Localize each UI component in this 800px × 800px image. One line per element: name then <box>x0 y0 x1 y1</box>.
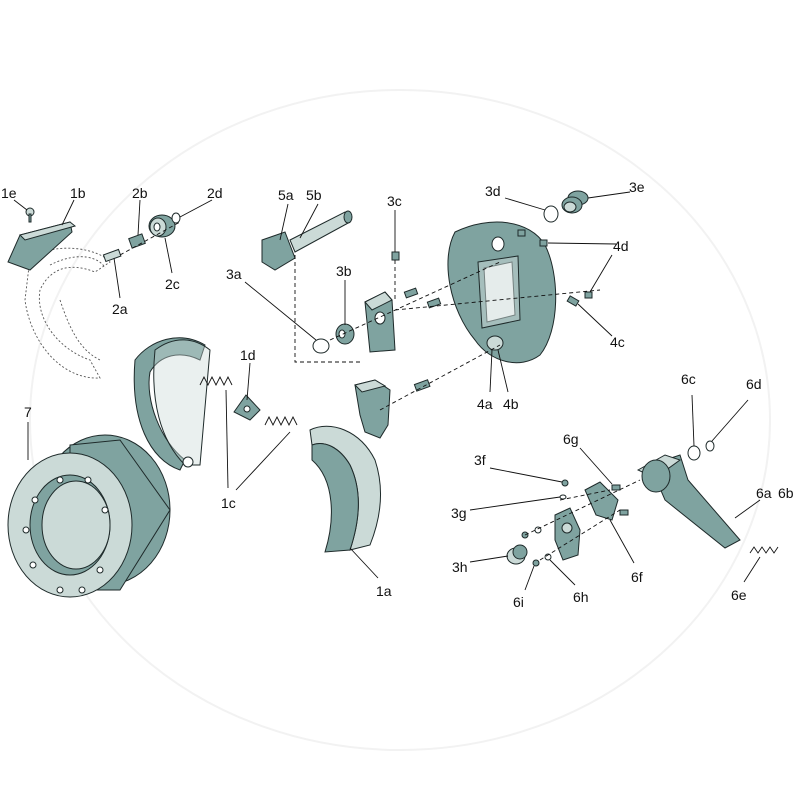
label-1d: 1d <box>240 347 256 363</box>
label-6b: 6b <box>778 485 794 501</box>
part-6d-ring <box>705 440 715 452</box>
part-4c-bolt <box>566 295 580 307</box>
part-6-slack-adjuster <box>636 454 741 549</box>
label-6g: 6g <box>563 431 579 447</box>
part-brake-shoe-upper <box>133 337 211 471</box>
part-6e-spring <box>749 546 779 554</box>
part-5-camshaft <box>261 210 353 271</box>
part-1d-retainer <box>233 394 261 421</box>
part-4-backing-plate <box>447 221 557 364</box>
label-6i: 6i <box>513 594 524 610</box>
background-circle <box>29 89 771 751</box>
label-4d: 4d <box>613 238 629 254</box>
part-7-brake-drum <box>7 434 171 598</box>
part-2a-pin <box>102 248 122 263</box>
part-4d-nuts <box>517 229 593 299</box>
part-3d-ring <box>543 205 559 223</box>
label-1b: 1b <box>70 185 86 201</box>
label-1c: 1c <box>221 495 236 511</box>
part-3c-nipple <box>391 251 400 261</box>
label-6h: 6h <box>573 589 589 605</box>
label-4a: 4a <box>477 396 493 412</box>
part-1b-plate <box>7 221 77 271</box>
ghost-brake-shoe <box>24 247 111 379</box>
part-6f-housing <box>554 481 619 561</box>
label-3d: 3d <box>485 183 501 199</box>
part-2c-roller <box>148 214 176 238</box>
part-small-bolts <box>521 479 629 567</box>
label-2c: 2c <box>165 276 180 292</box>
label-5a: 5a <box>278 187 294 203</box>
label-3b: 3b <box>336 263 352 279</box>
part-1c-springs <box>199 375 298 427</box>
label-1a: 1a <box>376 583 392 599</box>
label-6a: 6a <box>756 485 772 501</box>
part-3h-cap <box>506 544 528 565</box>
part-bracket <box>364 291 396 353</box>
label-3f: 3f <box>474 452 486 468</box>
label-7: 7 <box>24 404 32 420</box>
part-2b-bushing <box>128 233 146 249</box>
part-1a-brake-lining <box>309 425 381 553</box>
label-2a: 2a <box>112 301 128 317</box>
part-2d-clip <box>171 212 181 224</box>
label-6c: 6c <box>681 371 696 387</box>
label-5b: 5b <box>306 187 322 203</box>
part-3a-ring <box>312 338 330 354</box>
part-3e-seal <box>561 190 589 214</box>
label-6e: 6e <box>731 587 747 603</box>
label-4b: 4b <box>503 396 519 412</box>
part-3b-bushing <box>335 323 355 345</box>
label-6d: 6d <box>746 376 762 392</box>
assembly-lines <box>119 221 641 561</box>
part-1e-screw <box>25 207 35 223</box>
label-3a: 3a <box>226 266 242 282</box>
part-plate-bracket <box>354 379 391 439</box>
label-3c: 3c <box>387 193 402 209</box>
label-3h: 3h <box>452 559 468 575</box>
bolts-bracket <box>403 287 442 392</box>
label-6f: 6f <box>631 569 643 585</box>
label-2b: 2b <box>132 185 148 201</box>
label-2d: 2d <box>207 185 223 201</box>
label-3e: 3e <box>629 179 645 195</box>
part-6c-ring <box>687 445 701 461</box>
leader-lines <box>13 191 761 591</box>
label-4c: 4c <box>610 334 625 350</box>
label-1e: 1e <box>1 185 17 201</box>
label-3g: 3g <box>451 505 467 521</box>
